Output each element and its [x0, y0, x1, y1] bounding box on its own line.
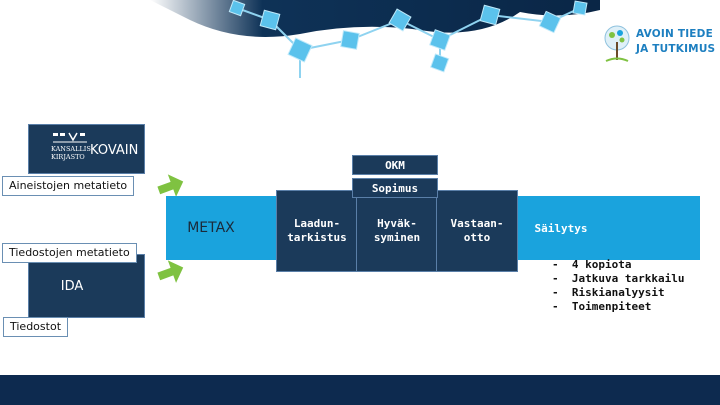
kovain-label: KOVAIN — [90, 143, 139, 158]
tree-icon — [604, 25, 630, 62]
kk-logo-line2: KIRJASTO — [51, 153, 85, 161]
tiedostot-label: Tiedostot — [3, 317, 69, 337]
logo-line2: JA TUTKIMUS — [636, 43, 716, 55]
arrow-icon — [157, 174, 184, 197]
header-banner: AVOIN TIEDE JA TUTKIMUS — [0, 0, 720, 78]
okm-box: OKM — [352, 155, 438, 175]
sailytys-label: Säilytys — [534, 221, 588, 235]
laaduntarkistus-line2: tarkistus — [287, 231, 347, 244]
vastaanotto-line2: otto — [463, 231, 491, 244]
vastaanotto-line1: Vastaan- — [450, 217, 504, 230]
aineistojen-metatieto-label: Aineistojen metatieto — [2, 176, 135, 196]
list-item: - 4 kopiota — [552, 258, 632, 271]
kovain-box: KANSALLIS KIRJASTO KOVAIN — [28, 124, 145, 174]
arrow-icon — [157, 260, 184, 283]
vastaanotto-box: Vastaan- otto — [436, 190, 518, 272]
list-item: - Toimenpiteet — [552, 300, 652, 313]
footer-bar — [0, 375, 720, 405]
laaduntarkistus-line1: Laadun- — [293, 217, 341, 230]
kansalliskirjasto-logo: KANSALLIS KIRJASTO — [51, 132, 91, 166]
sailytys-list: - 4 kopiota - Jatkuva tarkkailu - Riskia… — [552, 258, 684, 314]
ida-box: IDA — [28, 254, 145, 318]
kk-logo-line1: KANSALLIS — [51, 145, 91, 153]
metax-label: METAX — [187, 220, 235, 236]
laaduntarkistus-box: Laadun- tarkistus — [276, 190, 358, 272]
tiedostojen-metatieto-label: Tiedostojen metatieto — [2, 243, 137, 263]
network-graphic — [150, 0, 600, 78]
hyvaksyminen-box: Hyväk- syminen — [356, 190, 438, 272]
logo-line1: AVOIN TIEDE — [636, 28, 713, 40]
hyvaksyminen-line2: syminen — [373, 231, 421, 244]
list-item: - Riskianalyysit — [552, 286, 665, 299]
sopimus-box: Sopimus — [352, 178, 438, 198]
hyvaksyminen-line1: Hyväk- — [377, 217, 417, 230]
crest-icon — [53, 132, 87, 143]
avoin-tiede-logo: AVOIN TIEDE JA TUTKIMUS — [600, 20, 715, 70]
ida-label: IDA — [60, 279, 84, 294]
list-item: - Jatkuva tarkkailu — [552, 272, 685, 285]
